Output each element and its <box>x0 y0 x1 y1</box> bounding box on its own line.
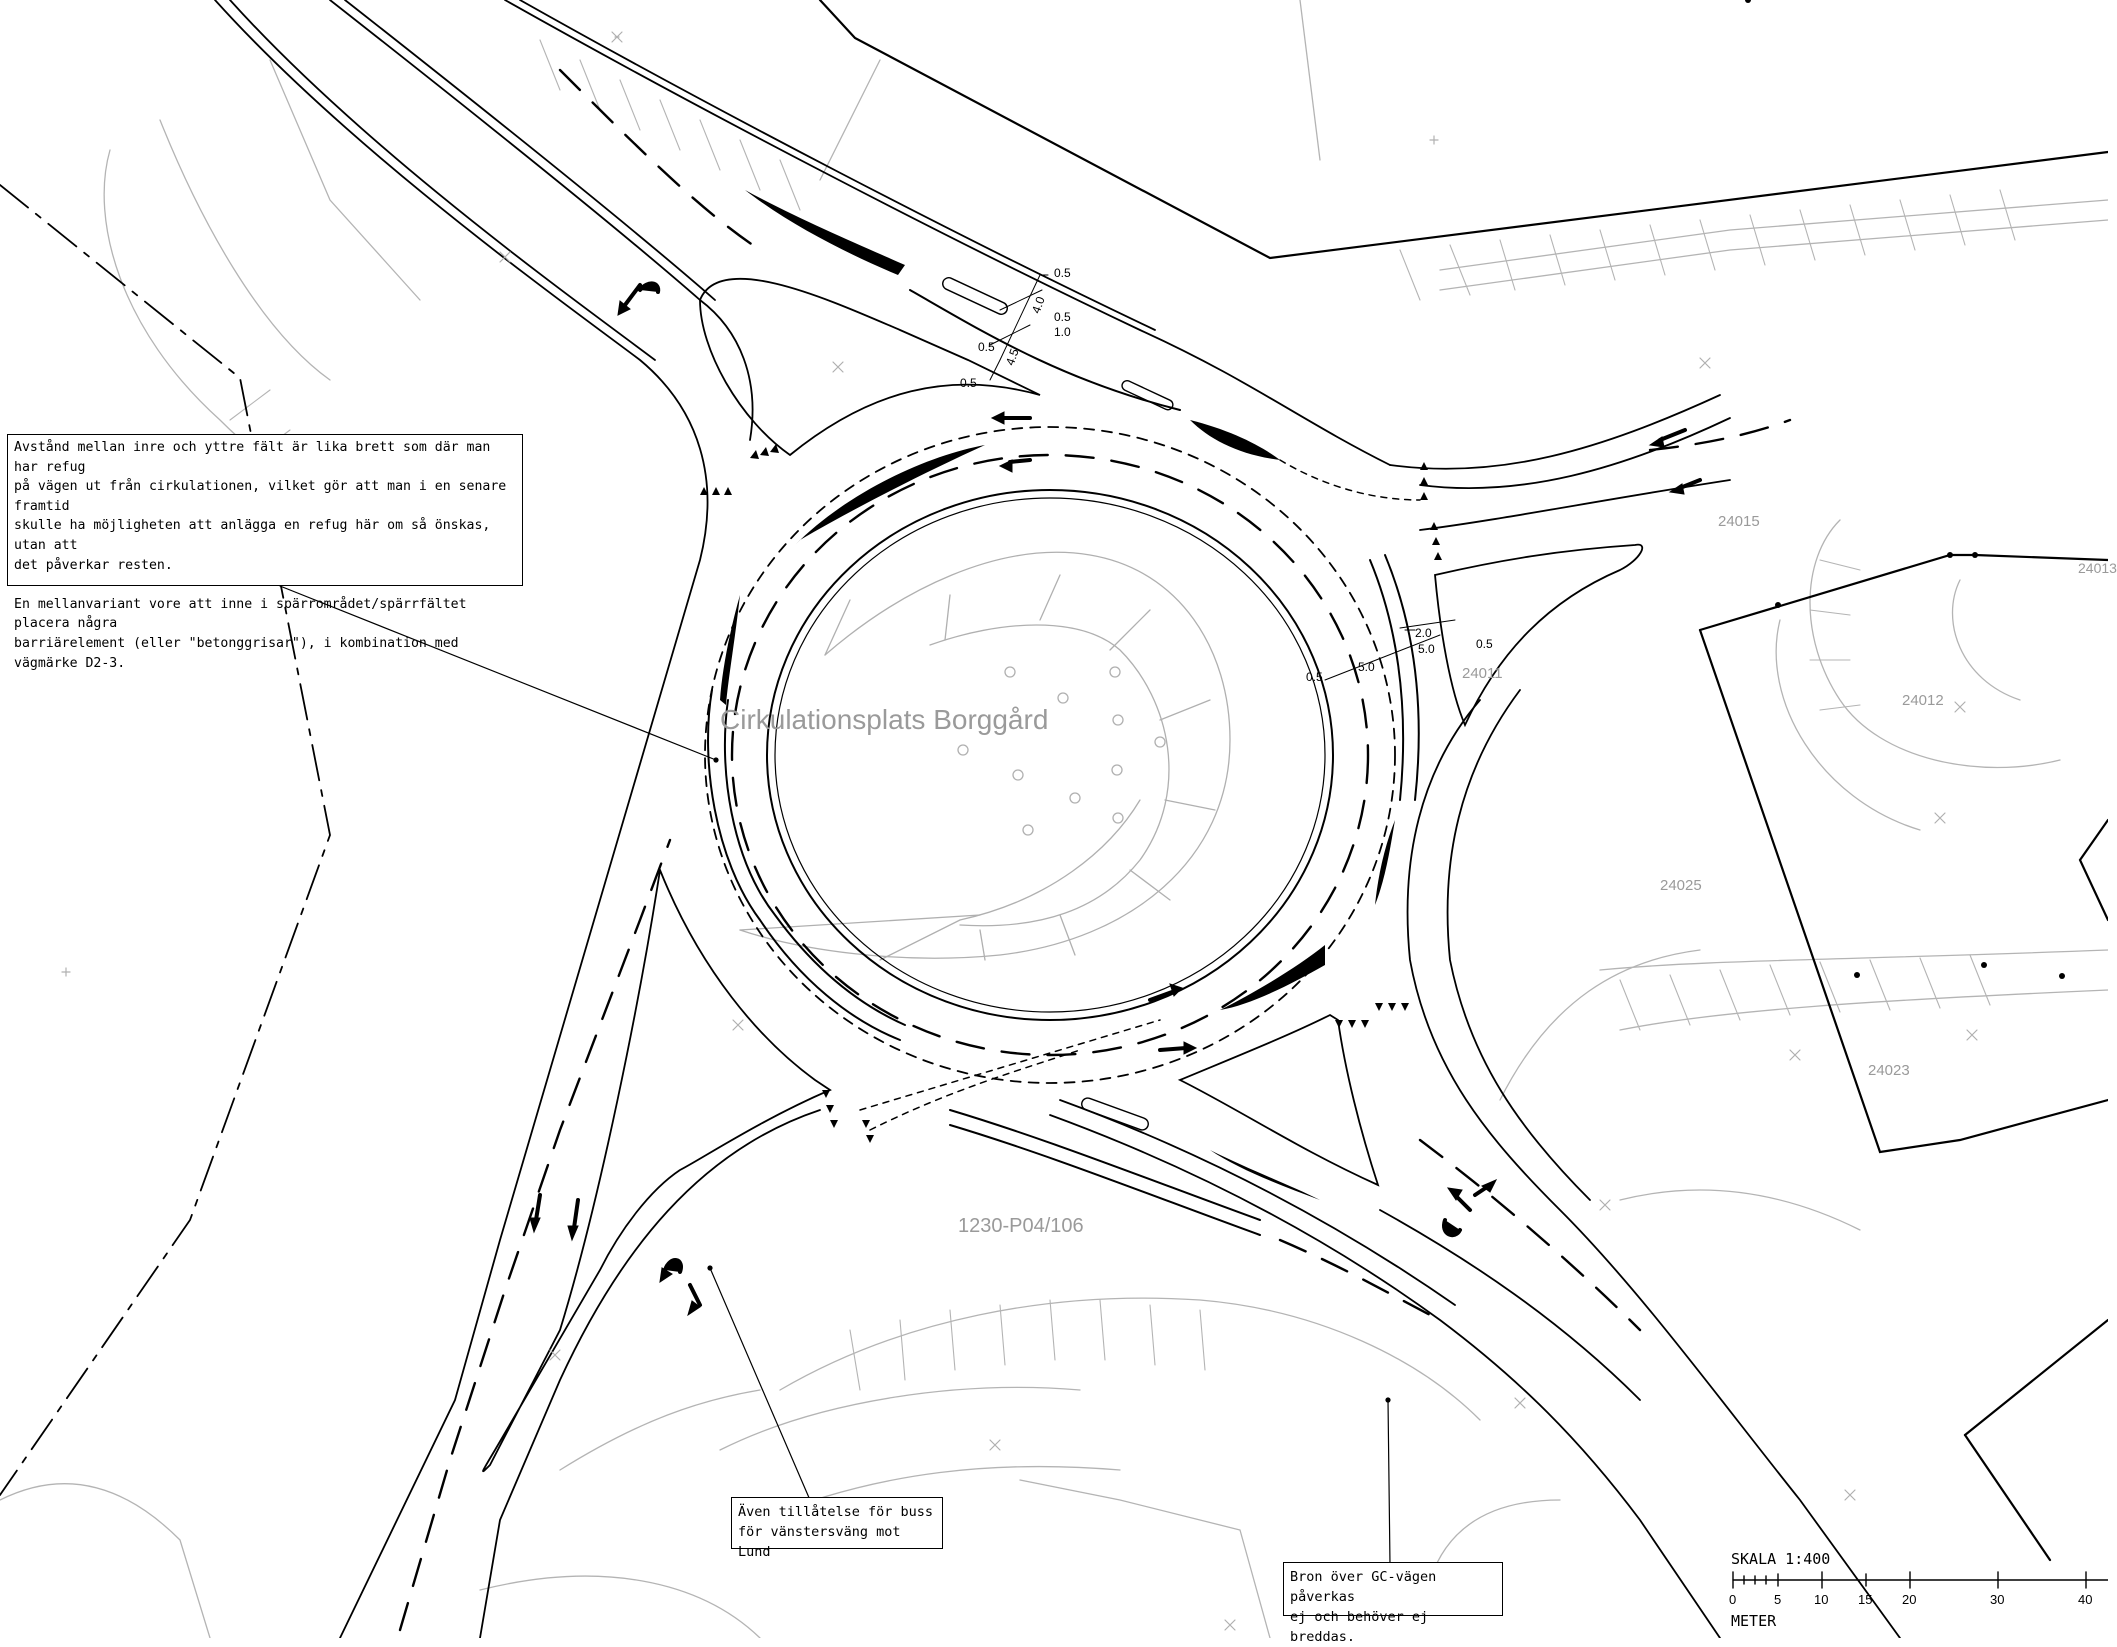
dim-right-1: 2.0 <box>1415 626 1432 640</box>
note-buss: Även tillåtelse för buss för vänstersvän… <box>731 1497 943 1560</box>
scale-tick-40: 40 <box>2078 1592 2093 1607</box>
dim-right-2: 5.0 <box>1418 642 1435 656</box>
parcel-24013: 24013 <box>2078 560 2117 576</box>
parcel-24012: 24012 <box>1902 692 1944 709</box>
note-refug: Avstånd mellan inre och yttre fält är li… <box>7 434 523 671</box>
scale-bar <box>1732 1571 2108 1589</box>
scale-tick-20: 20 <box>1902 1592 1917 1607</box>
scale-tick-30: 30 <box>1990 1592 2005 1607</box>
scale-unit: METER <box>1731 1612 1777 1630</box>
scale-tick-10: 10 <box>1814 1592 1829 1607</box>
scale-title: SKALA 1:400 <box>1731 1550 1831 1568</box>
dim-right-3: 0.5 <box>1476 637 1493 651</box>
give-way-marks <box>700 444 1442 1143</box>
black-wedges <box>720 190 1395 1200</box>
bank-hatching <box>229 39 2016 1391</box>
scale-tick-15: 15 <box>1858 1592 1873 1607</box>
dim-top-3: 0.5 <box>1054 310 1071 324</box>
dim-right-4: 0.5 <box>1306 670 1323 684</box>
barrier-chevrons <box>707 289 1420 1236</box>
yield-dashed-lines <box>859 459 1421 1131</box>
scale-tick-0: 0 <box>1729 1592 1737 1607</box>
roundabout-title: Cirkulationsplats Borggård <box>720 704 1049 735</box>
central-island-terrain <box>739 551 1231 961</box>
parcel-24015: 24015 <box>1718 513 1760 530</box>
property-dots <box>1745 0 2065 979</box>
dim-right-5: 5.0 <box>1358 660 1375 674</box>
dim-top-4: 1.0 <box>1054 325 1071 339</box>
leader-lines <box>279 585 1391 1566</box>
property-boundaries <box>818 0 2108 1562</box>
road-edges <box>214 0 1901 1638</box>
small-islands <box>942 277 1174 1131</box>
note-bron: Bron över GC-vägen påverkas ej och behöv… <box>1283 1562 1503 1645</box>
dim-top-1: 0.5 <box>1054 266 1071 280</box>
central-island <box>766 489 1334 1021</box>
parcel-24023: 24023 <box>1868 1062 1910 1079</box>
plan-label: 1230-P04/106 <box>958 1215 1084 1237</box>
survey-points <box>61 31 1978 1631</box>
dim-top-7: 0.5 <box>960 376 977 390</box>
dimension-lines <box>989 274 1456 681</box>
parcel-24011: 24011 <box>1462 665 1503 682</box>
lane-arrows <box>529 281 1702 1317</box>
west-boundary <box>0 184 331 1496</box>
parcel-24025: 24025 <box>1660 877 1702 894</box>
scale-tick-5: 5 <box>1774 1592 1782 1607</box>
lane-divider <box>398 68 1792 1632</box>
dim-top-5: 0.5 <box>978 340 995 354</box>
circulatory-outer-dashed <box>704 426 1396 1084</box>
